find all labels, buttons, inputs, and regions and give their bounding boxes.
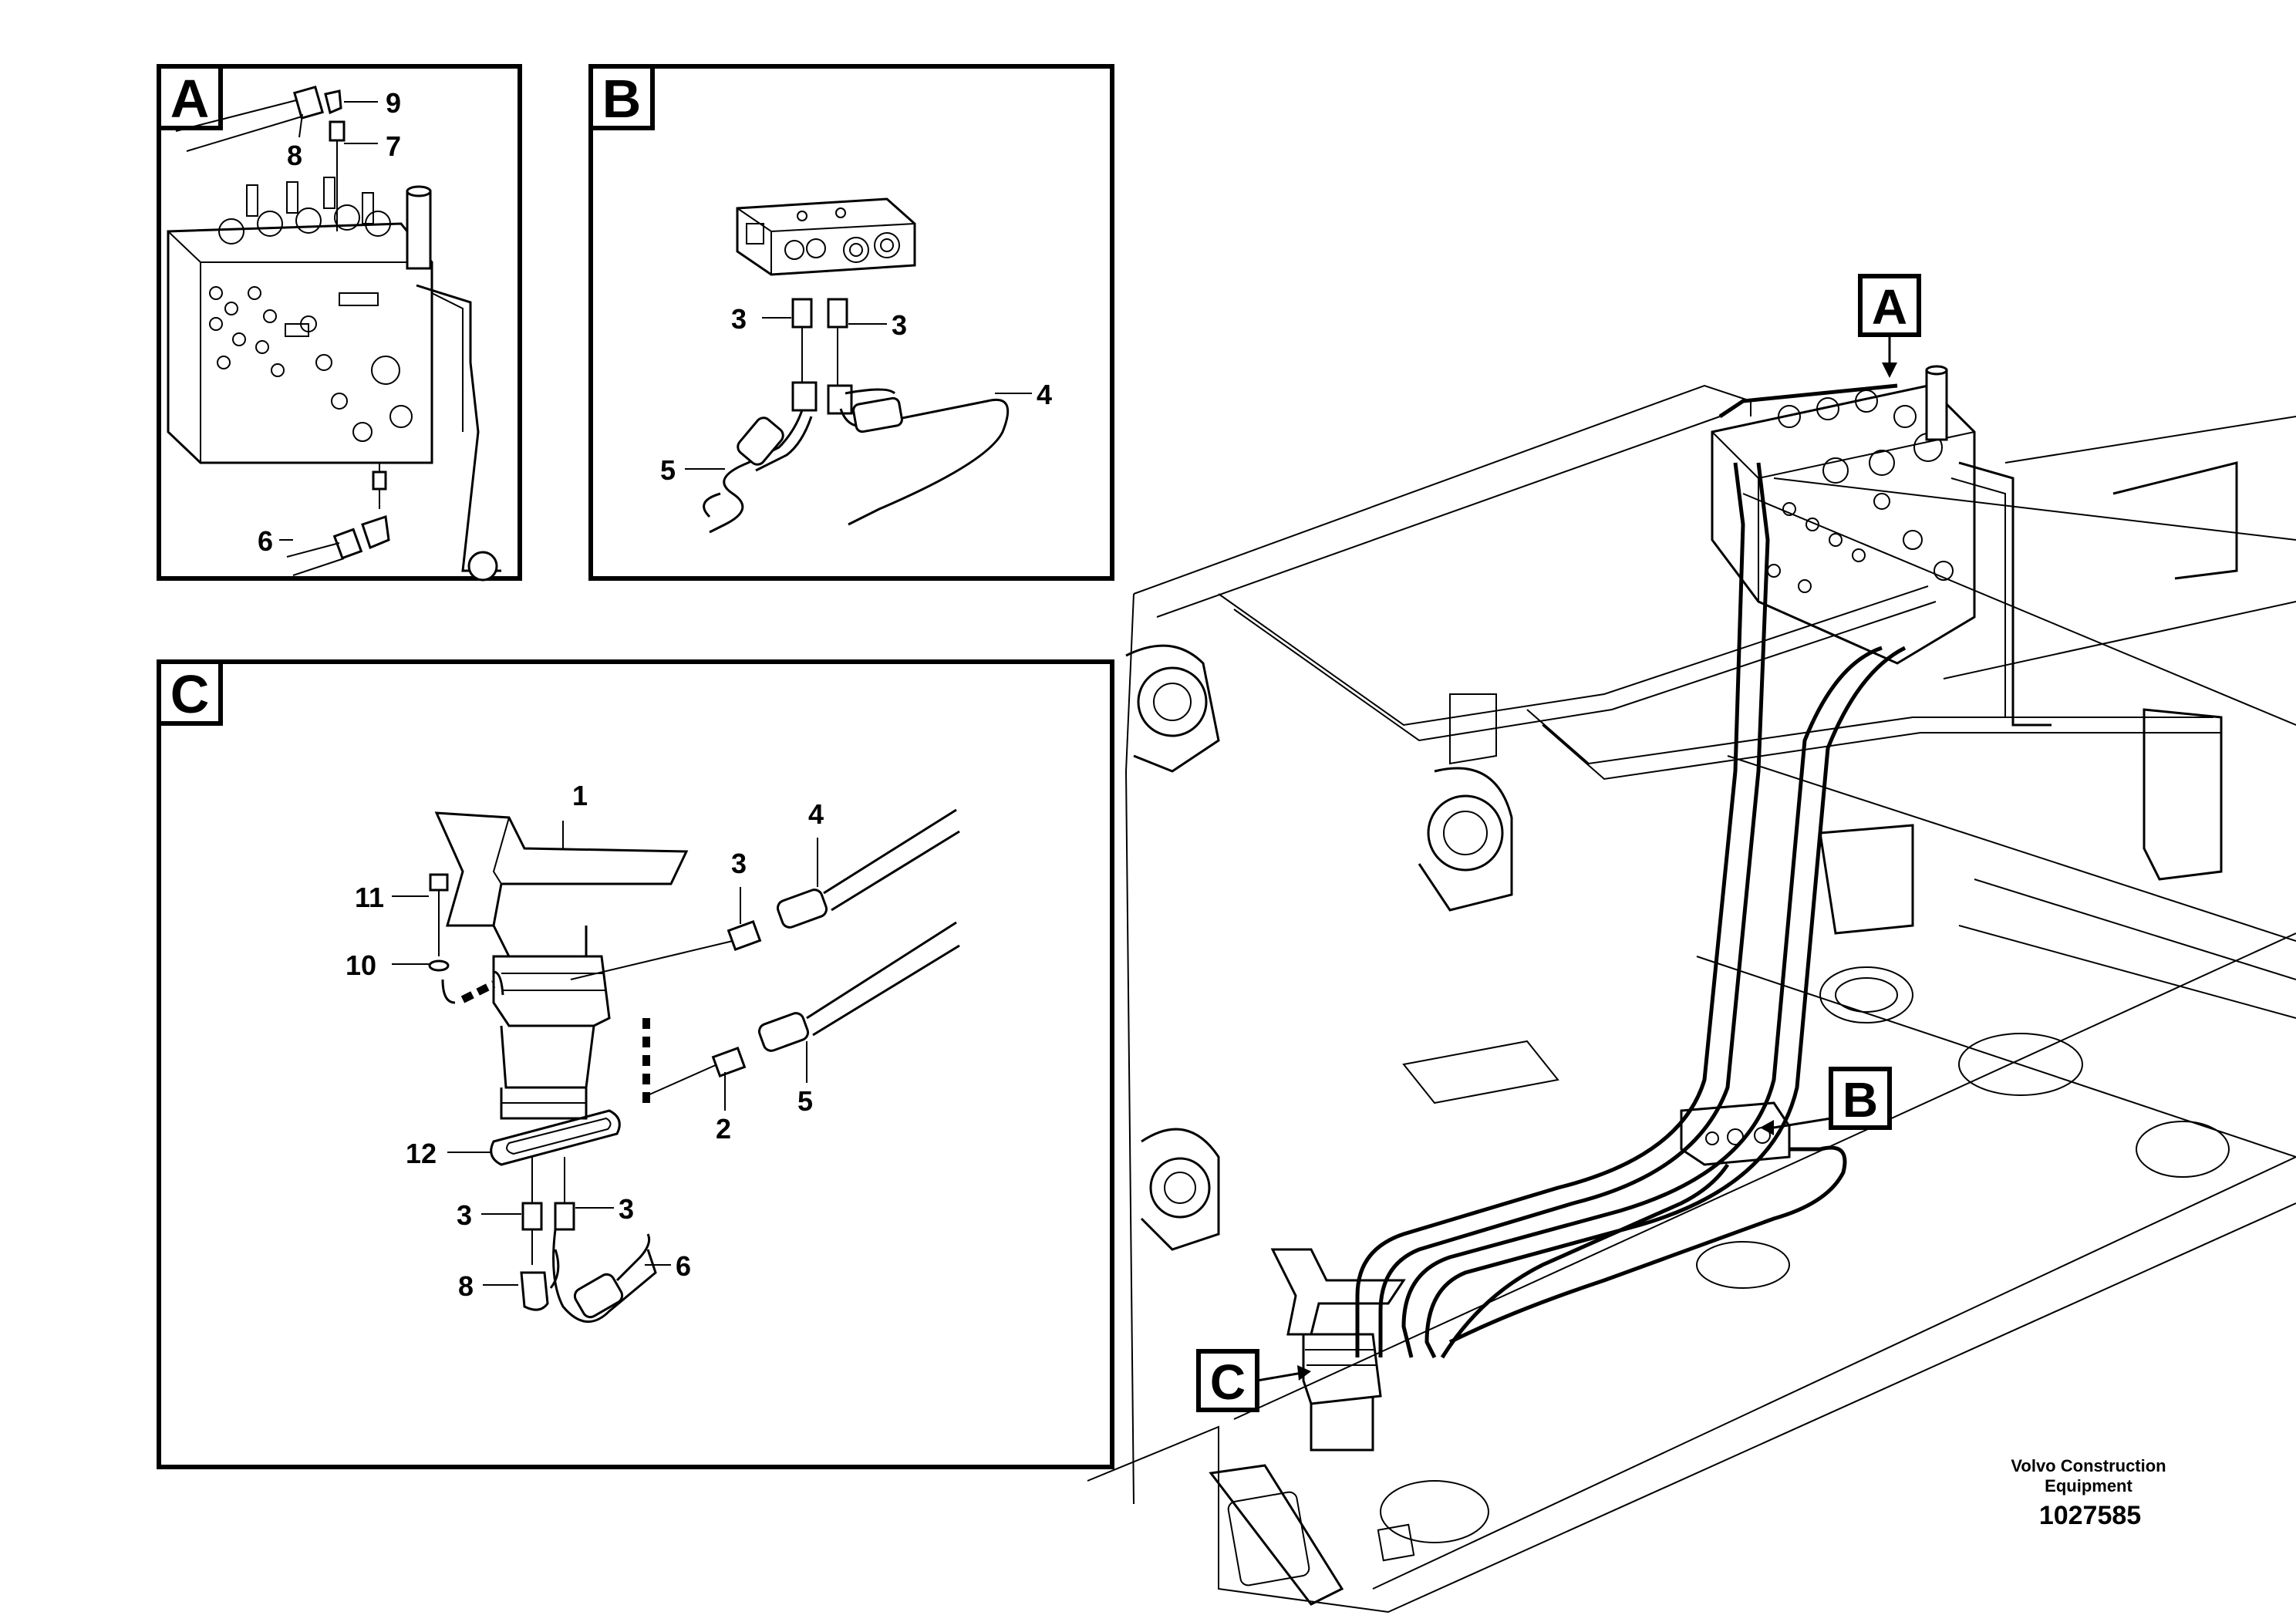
detail-panel-b: B 3	[588, 64, 1114, 581]
callout-c-4: 4	[808, 798, 824, 830]
panel-b-badge	[588, 64, 655, 130]
callout-a-7: 7	[386, 130, 401, 162]
figure-number: 1027585	[2039, 1501, 2141, 1530]
callout-c-2: 2	[716, 1113, 731, 1145]
fittings-b	[791, 298, 853, 415]
callout-b-5: 5	[660, 454, 676, 486]
callout-b-4: 4	[1037, 379, 1052, 410]
detail-panel-c: C	[157, 659, 1114, 1469]
panel-a-letter: A	[170, 69, 210, 129]
panel-b-frame	[588, 64, 1114, 581]
hose-4-c	[570, 808, 960, 980]
hose-top-a	[175, 85, 346, 231]
hoses-b	[703, 388, 1010, 534]
gasket-c	[490, 1109, 621, 1166]
ref-marker-c: C	[1196, 1349, 1311, 1412]
distribution-block-b	[736, 197, 916, 276]
panel-b-letter: B	[602, 69, 642, 129]
callout-c-6: 6	[676, 1250, 691, 1282]
callout-c-3a: 3	[731, 848, 747, 879]
ref-marker-c-letter: C	[1210, 1354, 1246, 1410]
callout-b-3a: 3	[731, 303, 747, 335]
bottom-fittings-c	[520, 1157, 657, 1324]
hose-bottom-a	[286, 463, 390, 576]
callout-c-3b: 3	[457, 1199, 472, 1231]
hose-5-c	[647, 921, 960, 1096]
callout-c-11: 11	[355, 882, 384, 913]
callout-a-8: 8	[287, 140, 302, 171]
ref-marker-a-letter: A	[1872, 279, 1907, 335]
main-assembly-view: A B C	[1087, 274, 2296, 1614]
callout-c-3c: 3	[619, 1193, 634, 1225]
callout-c-5: 5	[797, 1085, 813, 1117]
callout-a-6: 6	[258, 525, 273, 557]
main-control-valve	[1711, 365, 2052, 727]
footer: Volvo Construction Equipment 1027585	[2011, 1456, 2166, 1530]
callout-c-12: 12	[406, 1138, 437, 1169]
panel-a-frame	[157, 64, 522, 581]
panel-c-letter: C	[170, 664, 210, 724]
ref-marker-b-letter: B	[1843, 1072, 1878, 1128]
ref-marker-a: A	[1858, 274, 1921, 378]
travel-pedal-main	[1270, 1248, 1406, 1452]
ref-marker-b: B	[1760, 1067, 1892, 1135]
pilot-hoses-main	[1355, 383, 1907, 1359]
callout-a-9: 9	[386, 87, 401, 119]
detail-panel-a: A	[157, 64, 522, 582]
brand-line-2: Equipment	[2045, 1476, 2132, 1496]
brand-line-1: Volvo Construction	[2011, 1456, 2166, 1475]
callout-c-10: 10	[346, 949, 376, 981]
panel-c-frame	[157, 659, 1114, 1469]
travel-pedal-c	[434, 811, 689, 1120]
bolt-and-washer-c	[428, 873, 504, 1004]
control-valve-block-a	[167, 177, 501, 582]
upper-frame	[1087, 384, 2296, 1614]
callout-b-3b: 3	[892, 309, 907, 341]
callout-c-8: 8	[458, 1270, 474, 1302]
distribution-block-main	[1440, 1101, 1847, 1359]
callout-c-1: 1	[572, 780, 588, 811]
panel-c-badge	[157, 659, 223, 726]
